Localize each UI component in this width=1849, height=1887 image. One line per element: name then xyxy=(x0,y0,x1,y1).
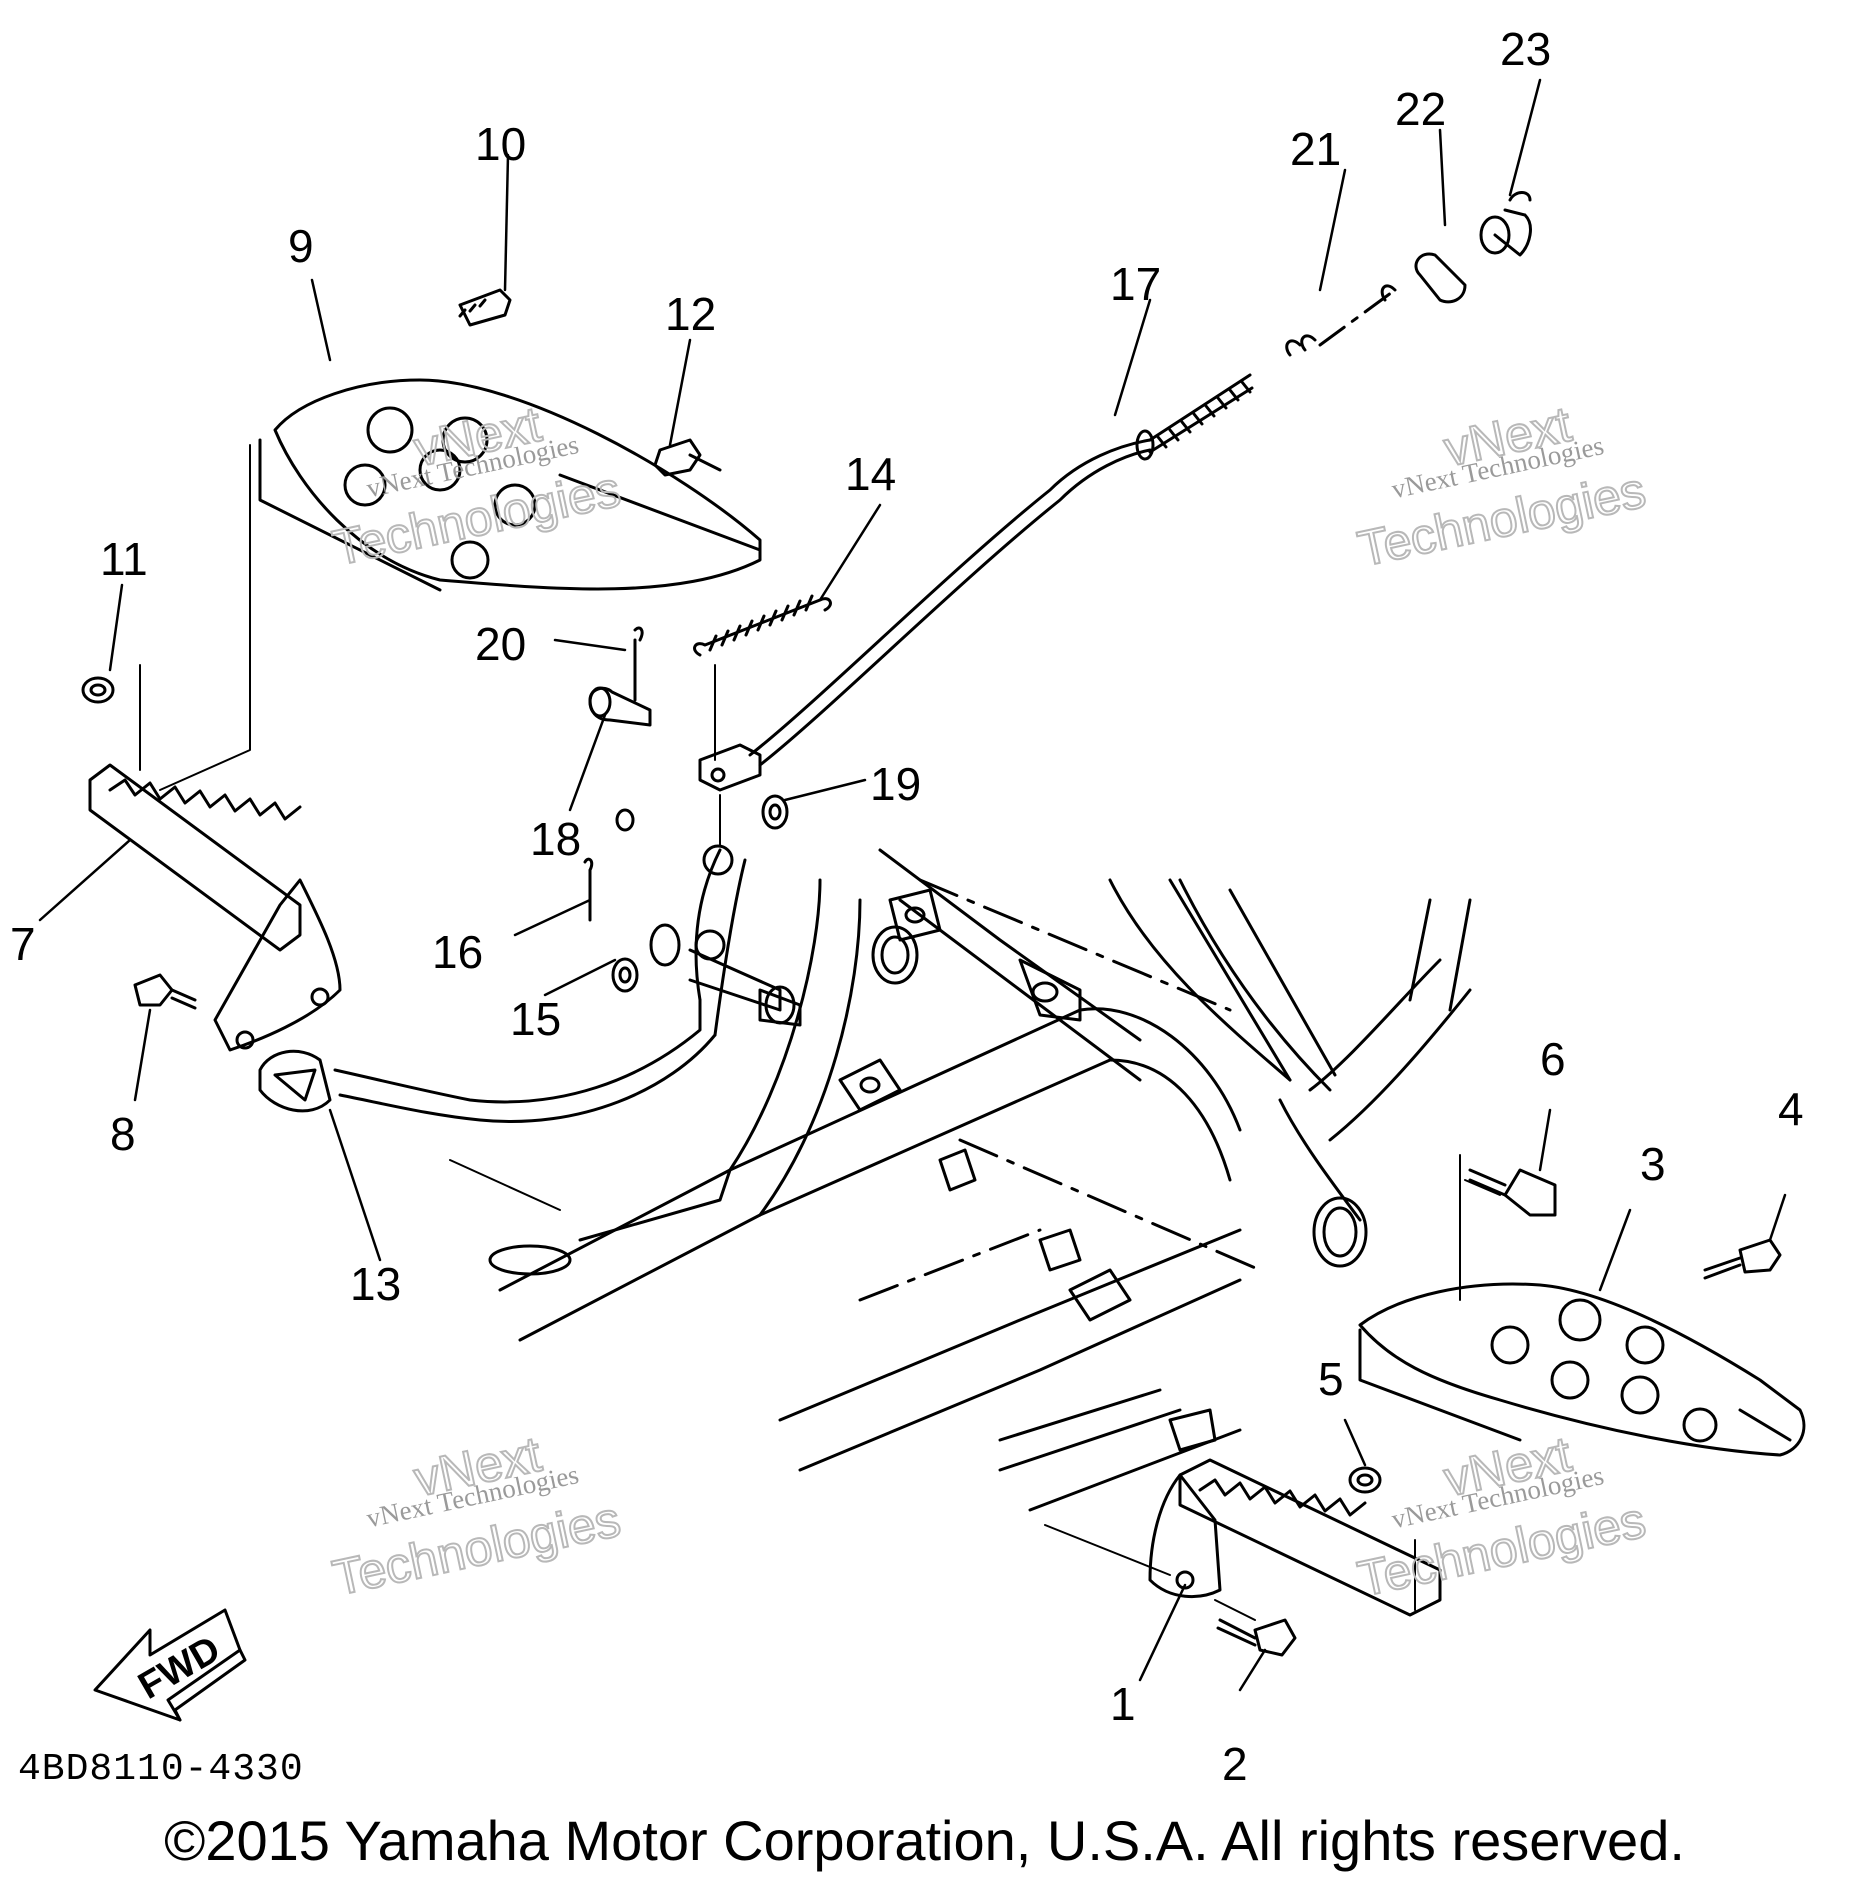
leader-lines xyxy=(38,78,1787,1692)
callout-23: 23 xyxy=(1500,23,1551,75)
line-art xyxy=(38,78,1806,1722)
callout-19: 19 xyxy=(870,758,921,810)
copyright-notice: ©2015 Yamaha Motor Corporation, U.S.A. A… xyxy=(164,1809,1685,1872)
right-footrest-bracket xyxy=(1358,1282,1806,1457)
callout-18: 18 xyxy=(530,813,581,865)
callout-16: 16 xyxy=(432,926,483,978)
callout-4: 4 xyxy=(1778,1083,1804,1135)
fwd-label: FWD xyxy=(132,1628,228,1708)
callout-21: 21 xyxy=(1290,123,1341,175)
fwd-arrow xyxy=(93,1608,247,1722)
callout-20: 20 xyxy=(475,618,526,670)
return-spring xyxy=(693,594,832,657)
part-code-label: 4BD8110-4330 xyxy=(18,1748,304,1791)
callout-14: 14 xyxy=(845,448,896,500)
callout-5: 5 xyxy=(1318,1353,1344,1405)
guide-lines xyxy=(139,444,1501,1621)
callout-1: 1 xyxy=(1110,1678,1136,1730)
callout-12: 12 xyxy=(665,288,716,340)
callouts: 1 2 3 4 5 6 7 8 9 10 11 12 13 14 15 16 1… xyxy=(10,23,1804,1790)
watermark-3: vNext vNext Technologies Technologies xyxy=(327,1425,626,1607)
callout-15: 15 xyxy=(510,993,561,1045)
callout-6: 6 xyxy=(1540,1033,1566,1085)
brake-pedal xyxy=(258,844,802,1124)
right-footrest xyxy=(1148,1458,1442,1617)
fasteners xyxy=(81,288,1782,1657)
clevis-and-pins xyxy=(583,626,789,993)
callout-10: 10 xyxy=(475,118,526,170)
frame xyxy=(498,848,1472,1512)
callout-22: 22 xyxy=(1395,83,1446,135)
callout-11: 11 xyxy=(100,533,148,585)
callout-8: 8 xyxy=(110,1108,136,1160)
brake-rod xyxy=(748,191,1532,767)
left-footrest-bracket xyxy=(258,378,762,592)
callout-2: 2 xyxy=(1222,1738,1248,1790)
frame-brackets xyxy=(838,888,1368,1452)
watermark-1: vNext vNext Technologies Technologies xyxy=(327,395,626,577)
callout-13: 13 xyxy=(350,1258,401,1310)
callout-3: 3 xyxy=(1640,1138,1666,1190)
watermark-4: vNext vNext Technologies Technologies xyxy=(1352,1425,1651,1608)
callout-17: 17 xyxy=(1110,258,1161,310)
callout-9: 9 xyxy=(288,220,314,272)
left-footrest xyxy=(88,763,342,1052)
callout-7: 7 xyxy=(10,918,36,970)
watermark-2: vNext vNext Technologies Technologies xyxy=(1352,395,1651,578)
